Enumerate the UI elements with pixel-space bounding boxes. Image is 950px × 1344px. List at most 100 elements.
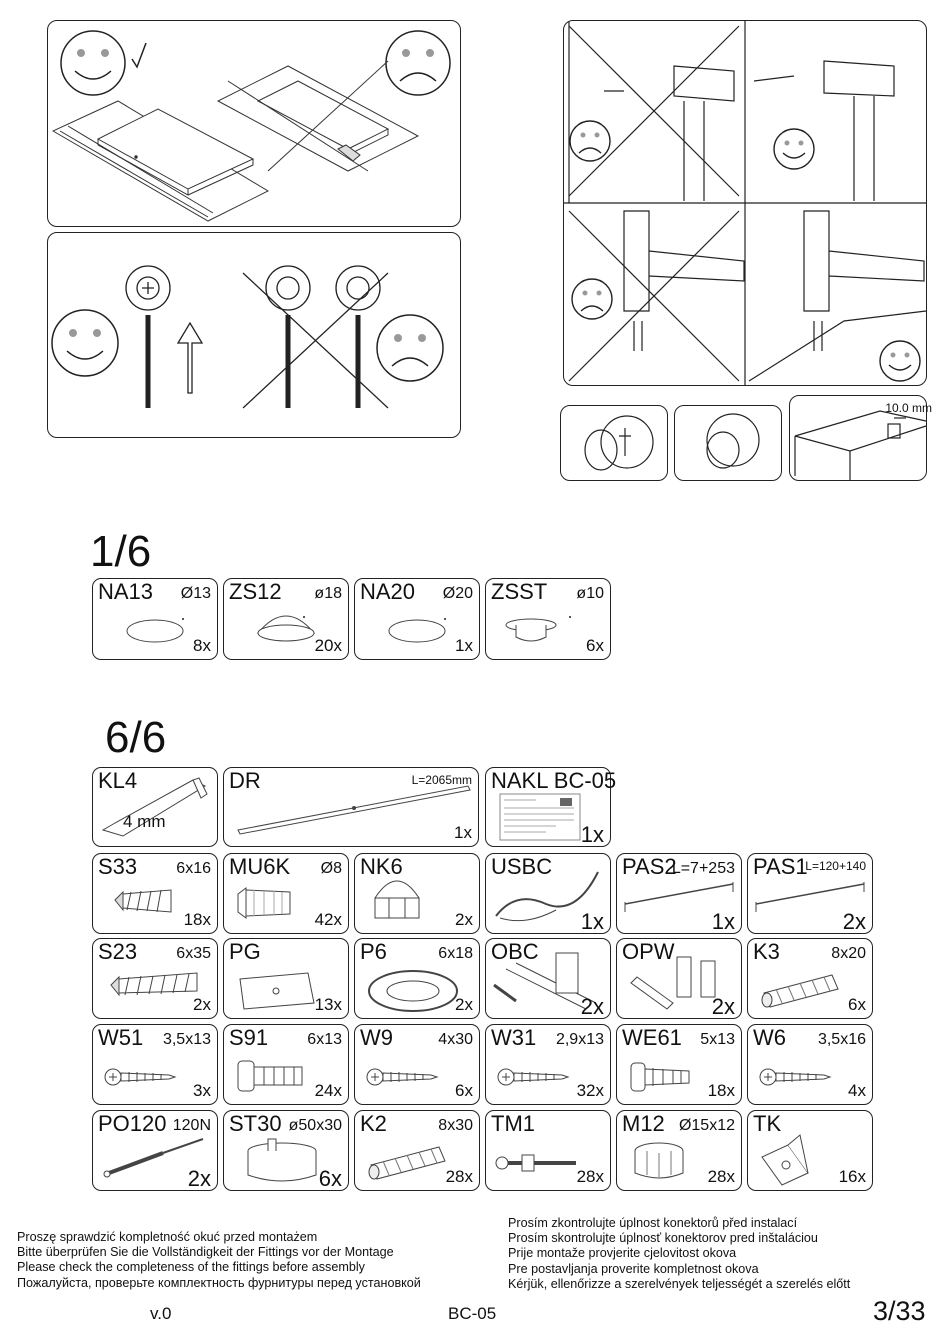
part-quantity: 2x: [455, 910, 473, 929]
part-dimension: 4x30: [438, 1031, 473, 1048]
part-dimension: 6x13: [307, 1031, 342, 1048]
part-size: 4 mm: [123, 812, 166, 831]
plate-icon: [239, 972, 315, 1010]
sad-face-icon: [569, 120, 611, 162]
part-code: K2: [360, 1111, 387, 1136]
board-placement-illustration: [51, 30, 451, 222]
part-dimension: ø50x30: [288, 1117, 342, 1134]
part-code: OPW: [622, 939, 675, 964]
part-quantity: 28x: [707, 1167, 735, 1186]
part-code: NA20: [360, 579, 416, 604]
bolt-icon: [237, 1060, 303, 1092]
part-dimension: L=7+253: [671, 860, 735, 877]
part-quantity: 18x: [183, 910, 211, 929]
hex-key-icon: [101, 777, 208, 837]
part-dimension: Ø13: [180, 585, 211, 602]
diagram-hammer-dowels: [563, 20, 927, 386]
happy-face-icon: [773, 128, 815, 170]
part-quantity: 2x: [455, 995, 473, 1014]
part-code: ST30: [229, 1111, 282, 1136]
part-quantity: 6x: [848, 995, 866, 1014]
brace-kit-icon: [493, 952, 597, 1010]
part-code: PAS1: [753, 854, 808, 879]
part-quantity: 28x: [445, 1167, 473, 1186]
part-code: TK: [753, 1111, 782, 1136]
part-code: PO120: [98, 1111, 167, 1136]
part-code: W6: [753, 1025, 786, 1050]
happy-face-icon: [879, 340, 921, 382]
part-dimension: 8x20: [831, 945, 866, 962]
part-quantity: 1x: [455, 636, 473, 655]
note-line: Bitte überprüfen Sie die Vollständigkeit…: [17, 1245, 394, 1260]
part-code: ZSST: [491, 579, 548, 604]
part-quantity: 2x: [187, 1166, 211, 1191]
part-quantity: 32x: [576, 1081, 604, 1100]
sad-face-icon: [376, 314, 444, 382]
cap-cover-illustration: [584, 415, 654, 471]
euro-screw-icon: [630, 1062, 690, 1092]
rod-icon: [237, 785, 471, 835]
part-quantity: 16x: [838, 1167, 866, 1186]
part-quantity: 42x: [314, 910, 342, 929]
note-line: Prije montaže provjerite cjelovitost oko…: [508, 1246, 737, 1261]
part-quantity: 13x: [314, 995, 342, 1014]
section-label-6: 6/6: [105, 713, 167, 762]
part-s23: S23 6x35 2x: [92, 938, 218, 1019]
part-dimension: 5x13: [700, 1031, 735, 1048]
part-dimension: ø18: [314, 585, 342, 602]
part-code: PG: [229, 939, 261, 964]
part-code: S23: [98, 939, 138, 964]
round-cap-icon: [388, 618, 446, 643]
part-code: MU6K: [229, 854, 291, 879]
diagram-cam-orientation: [47, 232, 461, 438]
part-quantity: 24x: [314, 1081, 342, 1100]
cam-lock-icon: [634, 1142, 684, 1179]
part-code: M12: [622, 1111, 665, 1136]
part-quantity: 1x: [711, 909, 735, 934]
notes-right: Prosím zkontrolujte úplnost konektorů př…: [508, 1216, 850, 1292]
part-pg: PG 13x: [223, 938, 349, 1019]
cap-nut-icon: [374, 880, 420, 919]
note-line: Please check the completeness of the fit…: [17, 1260, 365, 1275]
part-quantity: 3x: [193, 1081, 211, 1100]
part-quantity: 8x: [193, 636, 211, 655]
part-quantity: 1x: [580, 909, 604, 934]
strap-icon: [755, 882, 865, 912]
note-line: Proszę sprawdzić kompletność okuć przed …: [17, 1230, 318, 1244]
part-quantity: 2x: [193, 995, 211, 1014]
part-code: W9: [360, 1025, 393, 1050]
part-quantity: 6x: [455, 1081, 473, 1100]
footer-version: v.0: [150, 1304, 172, 1323]
washer-icon: [368, 970, 458, 1012]
part-code: P6: [360, 939, 387, 964]
note-line: Prosím skontrolujte úplnosť konektorov p…: [508, 1231, 818, 1246]
part-dimension: Ø20: [442, 585, 473, 602]
part-dimension: 6x35: [176, 945, 211, 962]
gas-spring-icon: [103, 1138, 204, 1178]
part-code: USBC: [491, 854, 553, 879]
foot-icon: [247, 1138, 317, 1182]
part-quantity: 6x: [318, 1166, 342, 1191]
part-dimension: 120N: [172, 1117, 211, 1134]
part-code: OBC: [491, 939, 539, 964]
notes-left: Proszę sprawdzić kompletność okuć przed …: [17, 1230, 421, 1291]
sad-face-icon: [571, 278, 613, 320]
strap-icon: [624, 882, 734, 912]
part-na20: NA20 Ø20 1x: [354, 578, 480, 660]
dowel-icon: [368, 1146, 446, 1180]
part-w9: W9 4x30 6x: [354, 1024, 480, 1105]
part-quantity: 20x: [314, 636, 342, 655]
